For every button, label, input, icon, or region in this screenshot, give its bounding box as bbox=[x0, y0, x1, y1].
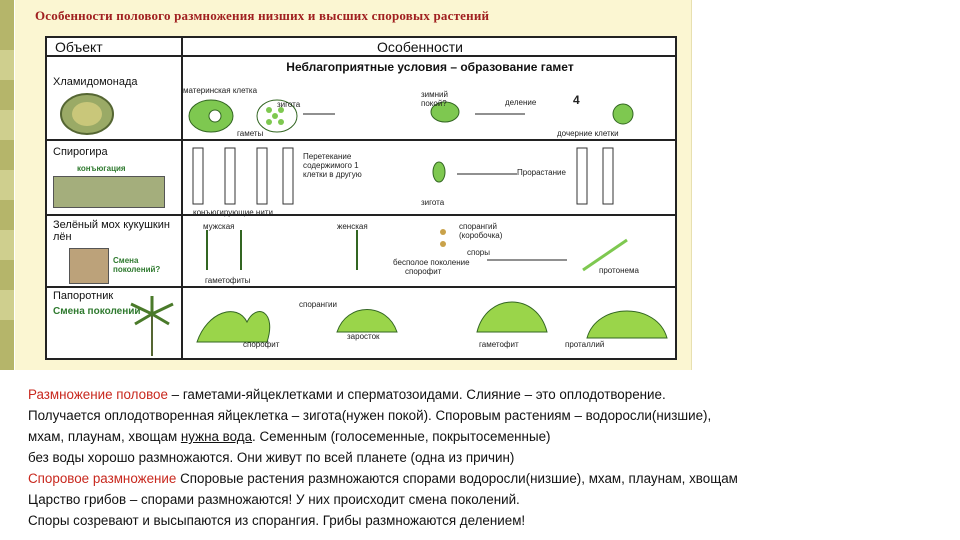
label-zygote-1: зигота bbox=[277, 100, 300, 109]
label-asexual-generation: бесполое поколение bbox=[393, 258, 470, 267]
caption-line-4: без воды хорошо размножаются. Они живут … bbox=[28, 447, 514, 468]
label-gametophyte: гаметофит bbox=[479, 340, 519, 349]
label-zygote-2: зигота bbox=[421, 198, 444, 207]
figure-title: Особенности полового размножения низших … bbox=[35, 8, 675, 24]
caption-line-2: Получается оплодотворенная яйцеклетка – … bbox=[28, 405, 711, 426]
caption-line-5-text: Споровые растения размножаются спорами в… bbox=[176, 471, 738, 486]
chlamydomonas-photo bbox=[57, 92, 117, 136]
label-alternation-q: Смена поколений? bbox=[113, 256, 179, 274]
fern-photo bbox=[127, 294, 177, 358]
col-object-header: Объект bbox=[55, 39, 103, 55]
object-chlamydomonas: Хламидомонада bbox=[53, 76, 138, 88]
label-spores: споры bbox=[467, 248, 490, 257]
features-table: Объект Особенности Неблагоприятные услов… bbox=[45, 36, 677, 360]
label-conjugating-threads: конъюгирующие нити bbox=[193, 208, 273, 217]
label-germination: Прорастание bbox=[517, 168, 566, 177]
label-daughter-cells: дочерние клетки bbox=[557, 129, 619, 138]
label-sporophyte-1: спорофит bbox=[405, 267, 441, 276]
label-conjugation: конъюгация bbox=[77, 164, 126, 173]
label-sporophyte-2: спорофит bbox=[243, 340, 279, 349]
term-sexual-reproduction: Размножение половое bbox=[28, 387, 168, 402]
object-spirogyra: Спирогира bbox=[53, 146, 108, 158]
label-mother-cell: материнская клетка bbox=[183, 86, 257, 95]
label-protonema: протонема bbox=[599, 266, 639, 275]
term-water-needed: нужна вода bbox=[181, 429, 252, 444]
caption-line-3-b: . Семенным (голосеменные, покрытосеменны… bbox=[252, 429, 550, 444]
label-prothallus: заросток bbox=[347, 332, 380, 341]
caption-line-7: Споры созревают и высыпаются из споранги… bbox=[28, 510, 525, 531]
label-winter-rest: зимний покой? bbox=[421, 90, 471, 108]
label-sporangium: спорангий (коробочка) bbox=[459, 222, 529, 240]
term-spore-reproduction: Споровое размножение bbox=[28, 471, 176, 486]
caption-line-6: Царство грибов – спорами размножаются! У… bbox=[28, 489, 520, 510]
label-division: деление bbox=[505, 98, 536, 107]
left-accent-bar bbox=[0, 0, 14, 370]
label-prothallium: проталлий bbox=[565, 340, 604, 349]
label-gametes: гаметы bbox=[237, 129, 263, 138]
caption-line-3: мхам, плаунам, хвощам нужна вода. Семенн… bbox=[28, 426, 550, 447]
label-male: мужская bbox=[203, 222, 235, 231]
moss-photo bbox=[69, 248, 109, 284]
caption-line-1: Размножение половое – гаметами-яйцеклетк… bbox=[28, 384, 666, 405]
caption-line-1-text: – гаметами-яйцеклетками и сперматозоидам… bbox=[168, 387, 666, 402]
reproduction-figure: Особенности полового размножения низших … bbox=[15, 0, 692, 370]
object-moss: Зелёный мох кукушкин лён bbox=[53, 219, 173, 243]
label-female: женская bbox=[337, 222, 368, 231]
label-content-flow: Перетекание содержимого 1 клетки в другу… bbox=[303, 152, 383, 179]
label-gametophytes: гаметофиты bbox=[205, 276, 250, 285]
spirogyra-photo bbox=[53, 176, 165, 208]
object-fern: Папоротник bbox=[53, 290, 113, 302]
label-four: 4 bbox=[573, 96, 580, 105]
caption-line-3-a: мхам, плаунам, хвощам bbox=[28, 429, 181, 444]
label-sporangia: спорангии bbox=[299, 300, 337, 309]
conditions-header: Неблагоприятные условия – образование га… bbox=[183, 60, 677, 74]
caption-line-5: Споровое размножение Споровые растения р… bbox=[28, 468, 738, 489]
col-features-header: Особенности bbox=[377, 39, 463, 55]
